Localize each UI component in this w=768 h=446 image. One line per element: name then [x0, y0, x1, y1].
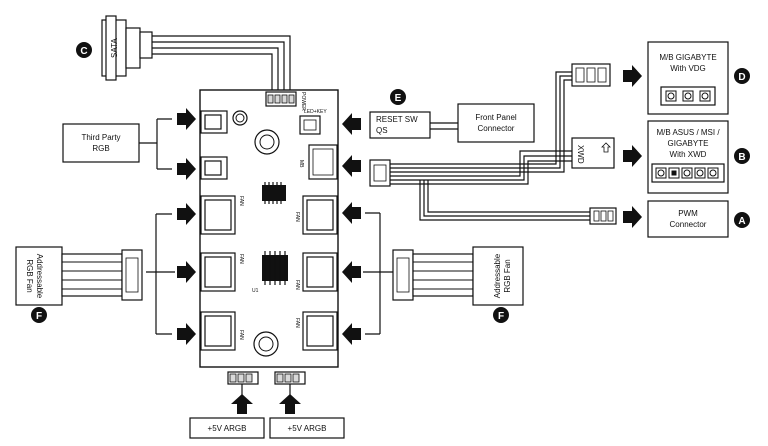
- third-party-line2: RGB: [92, 144, 109, 153]
- front-panel-line1: Front Panel: [475, 113, 517, 122]
- reset-sw-label: RESET SW: [376, 115, 418, 124]
- marker-d: D: [734, 68, 750, 84]
- arrow-right-icon: [177, 261, 196, 283]
- arrow-left-icon: [342, 202, 361, 224]
- arrow-right-icon: [177, 323, 196, 345]
- argb-right-label: +5V ARGB: [288, 424, 327, 433]
- power-label: POWER: [300, 92, 306, 111]
- argb-box-left: +5V ARGB: [189, 417, 265, 439]
- svg-text:B: B: [738, 152, 745, 163]
- arrow-right-icon: [623, 65, 642, 87]
- front-panel-box: Front Panel Connector: [457, 103, 535, 143]
- sata-label: SATA: [110, 38, 119, 58]
- argb-box-right: +5V ARGB: [269, 417, 345, 439]
- svg-text:F: F: [498, 311, 504, 322]
- marker-a: A: [734, 212, 750, 228]
- pwm-line1: PWM: [678, 209, 698, 218]
- arrow-left-icon: [342, 113, 361, 135]
- mb-xwd-box: M/B ASUS / MSI / GIGABYTE With XWD: [647, 120, 729, 194]
- reset-sw-box: RESET SW QS: [369, 111, 431, 139]
- arrow-up-icon: [279, 394, 301, 414]
- mb-xwd-line1: M/B ASUS / MSI /: [656, 128, 720, 137]
- arrow-left-icon: [342, 155, 361, 177]
- fan-label-l2: FAN: [238, 254, 244, 264]
- xwd-label: XWD: [576, 145, 585, 164]
- argb-left-label: +5V ARGB: [208, 424, 247, 433]
- marker-f-left: F: [31, 307, 47, 323]
- marker-e: E: [390, 89, 406, 105]
- arrow-right-icon: [177, 158, 196, 180]
- svg-text:D: D: [738, 72, 745, 83]
- fan-label-l1: FAN: [238, 196, 244, 206]
- svg-text:E: E: [395, 93, 402, 104]
- front-panel-line2: Connector: [478, 124, 515, 133]
- ledkey-label: LED+KEY: [304, 109, 327, 115]
- arrow-right-icon: [623, 206, 642, 228]
- mb-xwd-line3: With XWD: [670, 150, 707, 159]
- sata-connector: SATA: [101, 15, 153, 81]
- argb-right-line1: Addressable: [493, 253, 502, 298]
- pwm-box: PWM Connector: [647, 200, 729, 238]
- cables: [139, 35, 590, 396]
- mb-vdg-line1: M/B GIGABYTE: [659, 53, 716, 62]
- qs-label: QS: [376, 126, 388, 135]
- arrow-right-icon: [177, 108, 196, 130]
- mb-vdg-line2: With VDG: [670, 64, 706, 73]
- mb-vdg-box: M/B GIGABYTE With VDG: [647, 41, 729, 115]
- svg-text:C: C: [80, 46, 87, 57]
- vdg-plug: [571, 63, 611, 87]
- markers: C E D B A F F: [31, 42, 750, 323]
- argb-fan-left: Addressable RGB Fan: [15, 246, 143, 306]
- svg-text:F: F: [36, 311, 42, 322]
- fan-label-r3: FAN: [294, 318, 300, 328]
- third-party-line1: Third Party: [81, 133, 120, 142]
- fan-label-r1: FAN: [294, 212, 300, 222]
- board-mark-label: U1: [252, 288, 259, 294]
- fan-label-r2: FAN: [294, 280, 300, 290]
- xwd-plug: XWD: [571, 137, 615, 169]
- marker-b: B: [734, 148, 750, 164]
- arrow-right-icon: [177, 203, 196, 225]
- arrow-left-icon: [342, 261, 361, 283]
- controller-board: POWER LED+KEY MB U1 FAN FAN FAN FAN FAN …: [199, 89, 339, 385]
- argb-fan-right: Addressable RGB Fan: [392, 246, 524, 306]
- arrow-left-icon: [342, 323, 361, 345]
- svg-text:A: A: [738, 216, 745, 227]
- arrow-up-icon: [231, 394, 253, 414]
- pwm-line2: Connector: [670, 220, 707, 229]
- argb-left-line1: Addressable: [35, 254, 44, 299]
- third-party-rgb-box: Third Party RGB: [62, 123, 140, 163]
- mb-xwd-line2: GIGABYTE: [668, 139, 709, 148]
- marker-f-right: F: [493, 307, 509, 323]
- pwm-plug: [589, 207, 617, 225]
- fan-label-l3: FAN: [238, 330, 244, 340]
- argb-right-line2: RGB Fan: [503, 259, 512, 292]
- mb-label: MB: [298, 160, 304, 168]
- marker-c: C: [76, 42, 92, 58]
- arrow-right-icon: [623, 145, 642, 167]
- mb-cable-plug: [369, 159, 391, 187]
- argb-left-line2: RGB Fan: [25, 259, 34, 292]
